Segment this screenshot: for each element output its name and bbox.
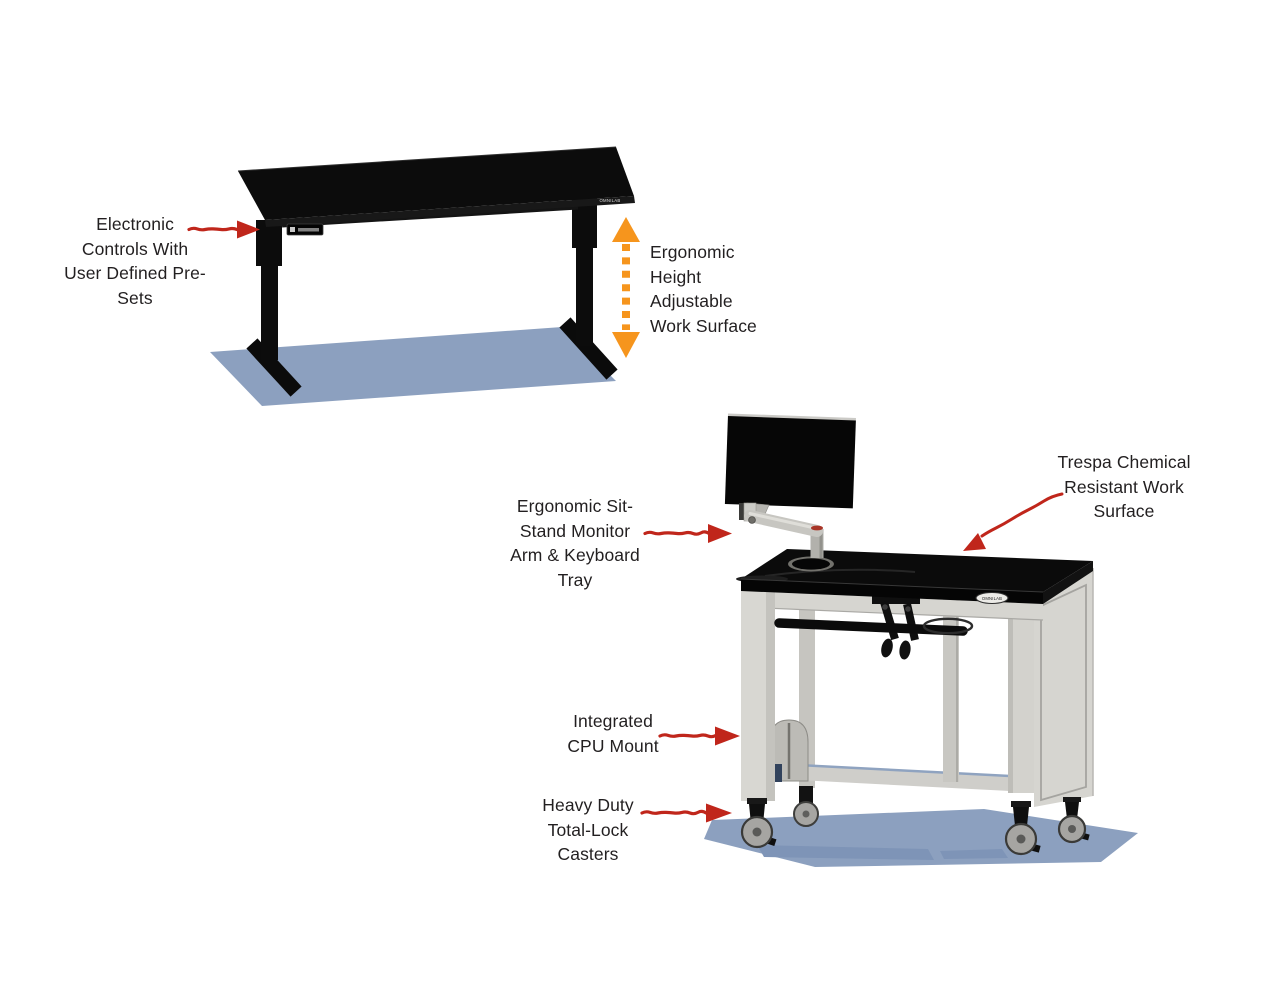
callout-height-adjustable: Ergonomic Height Adjustable Work Surface [650,242,757,336]
caster-front-left [740,798,777,849]
cart-brand-label: OMNILAB [982,596,1002,601]
arrow-electronic-controls [187,220,260,239]
callout-electronic-controls: Electronic Controls With User Defined Pr… [64,214,206,308]
cart-front-right-leg [1008,593,1034,793]
tray-wire-handle [922,617,974,635]
cart-center-post [943,596,959,782]
arrow-casters [640,803,732,823]
grommet-hole [788,556,834,572]
cpu-mount-bracket [769,719,809,782]
caster-back-right [1057,797,1090,844]
desk-control-pad [286,223,324,236]
cart-side-panel [1034,568,1094,807]
desk-floor-shadow [210,327,616,406]
desk-top [237,146,635,227]
arrow-head [708,524,732,543]
cart-brand-badge: OMNILAB [975,591,1009,605]
cart-worktop [736,549,1093,604]
arrow-head [963,533,986,551]
arrow-height-adjustable [612,217,640,358]
arrow-head-down [612,332,640,358]
callout-monitor-arm: Ergonomic Sit- Stand Monitor Arm & Keybo… [510,496,640,590]
arrow-head [715,726,740,746]
callout-casters: Heavy Duty Total-Lock Casters [542,795,634,864]
arrow-monitor-arm [643,524,732,543]
cart-front-left-leg [741,591,775,801]
desk-leg-left [256,220,282,360]
cart-apron [740,591,1044,621]
caster-front-right [1004,801,1041,856]
callout-cpu-mount: Integrated CPU Mount [567,711,659,756]
keyboard-tray [774,596,974,660]
arrow-tail [658,733,718,739]
arrow-head-up [612,217,640,242]
callout-work-surface: Trespa Chemical Resistant Work Surface [1057,452,1191,521]
arrow-tail [640,809,708,816]
monitor [724,413,856,509]
desk-brand-label: OMNILAB [599,198,620,203]
desk-illustration: OMNILAB [210,146,635,406]
caster-back-left [793,786,819,827]
arrow-head [706,803,732,823]
cart-illustration: OMNILAB [704,413,1138,867]
arrow-head [237,220,260,239]
arrow-cpu-mount [658,726,740,746]
monitor-arm [739,502,824,558]
arrow-tail [980,492,1064,538]
arrow-tail [187,226,239,232]
arrow-work-surface [963,492,1064,551]
arrow-tail [643,530,711,536]
